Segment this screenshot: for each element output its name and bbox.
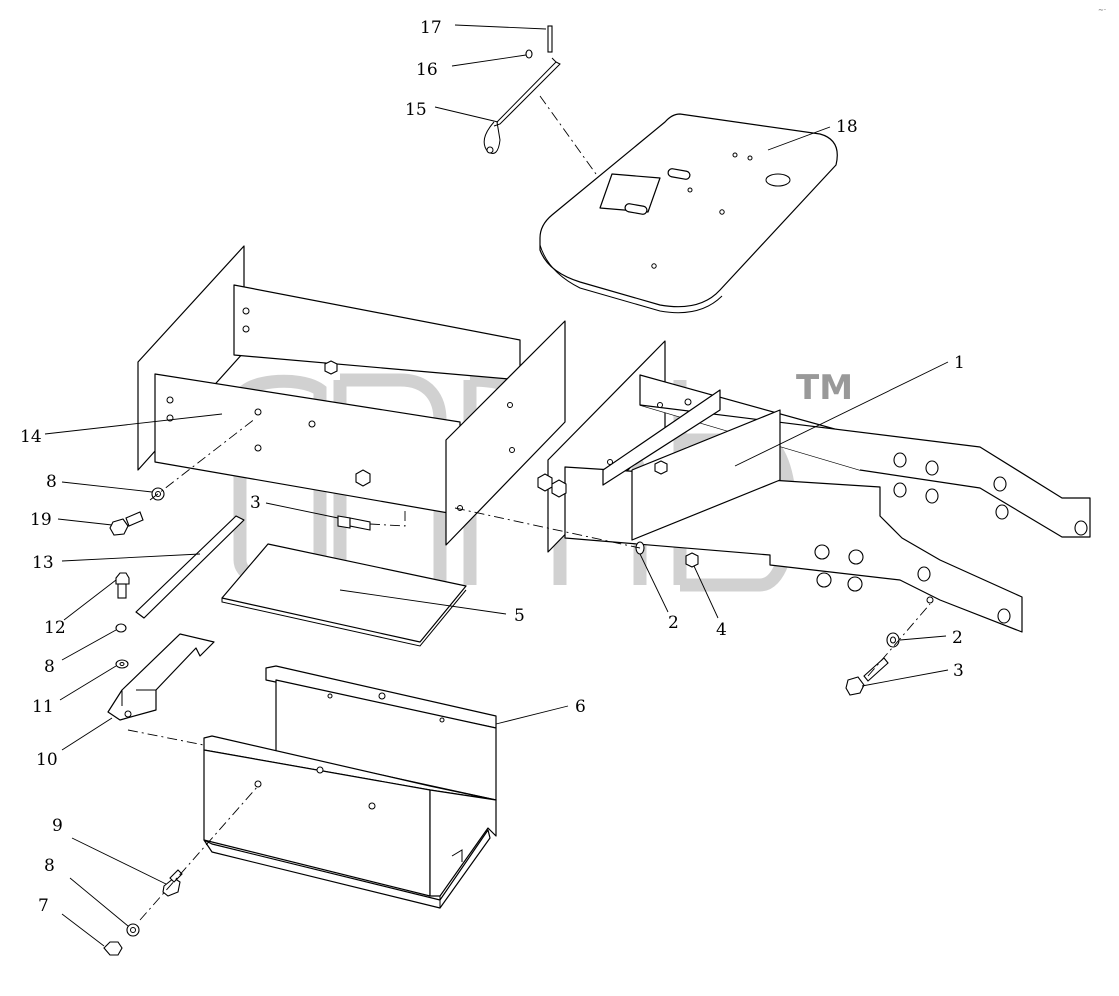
part-16-washer bbox=[525, 49, 533, 59]
centerline-rod-to-plate bbox=[539, 95, 597, 175]
callout-1: 1 bbox=[954, 353, 965, 373]
centerline-left-bolt bbox=[149, 417, 257, 501]
leader-lines bbox=[44, 24, 949, 947]
part-7-nut bbox=[103, 941, 123, 956]
part-14-left-frame bbox=[137, 245, 566, 546]
centerline-frame bbox=[369, 507, 641, 549]
callout-8-upper: 8 bbox=[46, 472, 57, 492]
callout-12: 12 bbox=[44, 618, 66, 638]
part-13-strip bbox=[135, 515, 245, 619]
part-11-washer bbox=[115, 659, 129, 669]
callout-18: 18 bbox=[836, 117, 858, 137]
part-2-washer-lower bbox=[886, 632, 900, 648]
callout-3-lower: 3 bbox=[953, 661, 964, 681]
callout-3-upper: 3 bbox=[250, 493, 261, 513]
part-1-main-frame bbox=[537, 340, 1091, 633]
corner-mark: ∼· bbox=[1098, 6, 1106, 14]
callout-labels: 17 16 15 18 1 14 8 19 3 13 5 2 4 2 3 12 … bbox=[20, 18, 965, 916]
callout-16: 16 bbox=[416, 60, 438, 80]
callout-8-middle: 8 bbox=[44, 657, 55, 677]
part-9-bolt bbox=[162, 869, 183, 897]
callout-8-lower: 8 bbox=[44, 856, 55, 876]
part-19-bolt bbox=[109, 511, 144, 536]
callout-9: 9 bbox=[52, 816, 63, 836]
callout-2-upper: 2 bbox=[668, 613, 679, 633]
part-3-bolt-lower bbox=[845, 657, 889, 696]
centerline-lower-left bbox=[139, 785, 259, 921]
callout-11: 11 bbox=[32, 697, 54, 717]
callout-6: 6 bbox=[575, 697, 586, 717]
part-6-cover bbox=[203, 665, 497, 909]
callout-5: 5 bbox=[514, 606, 525, 626]
part-8-washer-stack bbox=[115, 623, 127, 633]
callout-7: 7 bbox=[38, 896, 49, 916]
callout-10: 10 bbox=[36, 750, 58, 770]
callout-4: 4 bbox=[716, 620, 727, 640]
part-17-pin bbox=[547, 25, 553, 53]
callout-13: 13 bbox=[32, 553, 54, 573]
callout-17: 17 bbox=[420, 18, 442, 38]
callout-14: 14 bbox=[20, 427, 42, 447]
part-12-bolt bbox=[115, 572, 130, 599]
part-5-plate bbox=[221, 543, 467, 647]
part-3-bolt-upper bbox=[337, 515, 371, 531]
callout-15: 15 bbox=[405, 100, 427, 120]
part-18-seat-plate bbox=[539, 113, 838, 314]
part-4-nut bbox=[685, 552, 699, 568]
callout-2-lower: 2 bbox=[952, 628, 963, 648]
callout-19: 19 bbox=[30, 510, 52, 530]
centerline-lower-bolt bbox=[867, 603, 931, 677]
part-8-washer-lower bbox=[126, 923, 140, 937]
part-10-bracket bbox=[107, 633, 215, 721]
watermark-trademark: TM bbox=[796, 368, 853, 408]
part-15-lever-rod bbox=[483, 57, 561, 154]
